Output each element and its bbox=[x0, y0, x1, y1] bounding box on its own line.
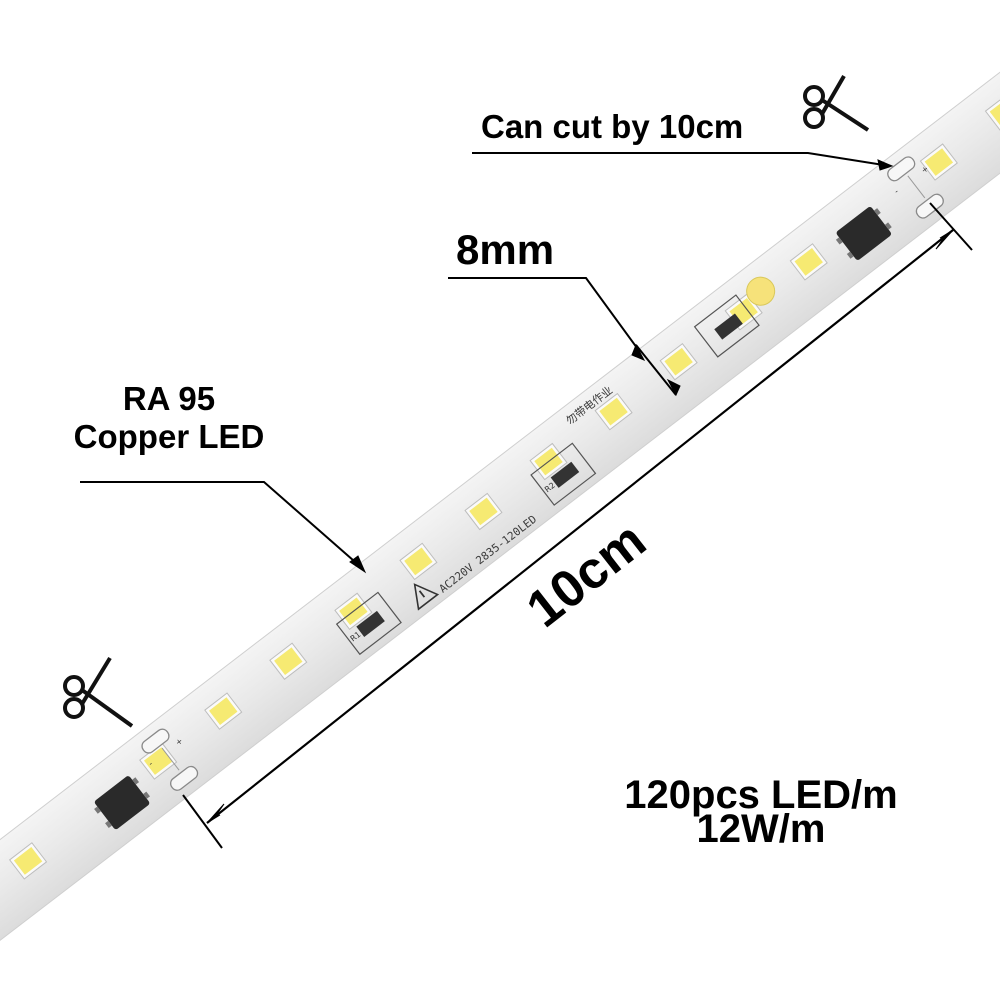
led-chip bbox=[204, 692, 243, 730]
width-label: 8mm bbox=[456, 226, 555, 273]
resistor-r3 bbox=[693, 294, 760, 358]
led-chip bbox=[789, 243, 828, 281]
length-dimension bbox=[182, 202, 973, 849]
cut-leader bbox=[472, 152, 894, 171]
cri-leader bbox=[80, 481, 367, 574]
cut-pads: + - bbox=[141, 728, 199, 791]
led-chip bbox=[594, 392, 633, 431]
led-chip bbox=[8, 842, 48, 880]
plus-mark: + bbox=[174, 736, 185, 747]
minus-mark: - bbox=[147, 759, 155, 768]
scissors-icon bbox=[803, 74, 870, 132]
resistor-r1: R1 bbox=[335, 591, 402, 656]
density-label-line1: 120pcs LED/m bbox=[624, 773, 898, 817]
driver-ic bbox=[94, 776, 150, 830]
density-label-line2: 12W/m bbox=[696, 807, 826, 851]
led-chip bbox=[399, 542, 438, 581]
warning-icon bbox=[413, 583, 440, 611]
scissors-icon bbox=[63, 656, 134, 728]
led-chip bbox=[269, 642, 308, 680]
led-chip bbox=[919, 143, 958, 181]
plus-mark: + bbox=[920, 164, 931, 175]
width-dimension bbox=[448, 277, 681, 397]
led-chip bbox=[659, 342, 698, 381]
minus-mark: - bbox=[893, 187, 901, 196]
density-label: 120pcs LED/m 12W/m bbox=[596, 773, 926, 851]
driver-ic bbox=[835, 206, 892, 260]
cri-label-line2: Copper LED bbox=[73, 418, 265, 455]
cri-label-line1: RA 95 bbox=[122, 380, 216, 417]
logo-dot bbox=[746, 276, 776, 306]
cut-label: Can cut by 10cm bbox=[481, 108, 744, 145]
led-chip bbox=[984, 93, 1000, 131]
cut-pads: + - bbox=[887, 156, 944, 219]
led-chip bbox=[464, 492, 503, 531]
led-row bbox=[8, 93, 1000, 880]
cri-label: RA 95 Copper LED bbox=[58, 380, 280, 456]
